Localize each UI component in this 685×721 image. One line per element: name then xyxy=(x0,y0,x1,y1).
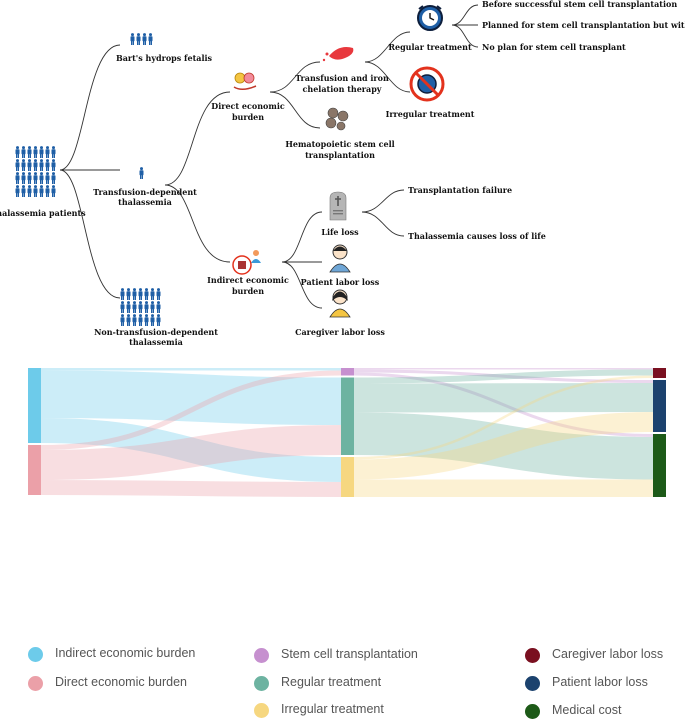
legend-swatch xyxy=(254,648,269,663)
alarm-clock-icon xyxy=(417,5,443,31)
direct-label-1: Direct economic xyxy=(211,101,285,111)
thal-loss-label: Thalassemia causes loss of life xyxy=(408,231,546,241)
indirect-label-2: burden xyxy=(232,286,264,296)
tree-labels: Thalassemia patients Bart's hydrops feta… xyxy=(0,42,475,347)
thalassemia-patients-crowd-icon xyxy=(16,146,56,197)
patient-labor-label: Patient labor loss xyxy=(301,277,380,287)
sankey-node-pll xyxy=(653,380,666,432)
sankey-link-sct-pll xyxy=(353,369,654,383)
direct-label-2: burden xyxy=(232,112,264,122)
bart-label: Bart's hydrops fetalis xyxy=(116,53,213,63)
sankey-link-ieb-irr xyxy=(40,418,342,482)
sankey-node-reg xyxy=(341,377,354,455)
sankey-link-reg-cgl xyxy=(353,369,654,384)
sankey-node-cgl xyxy=(653,368,666,378)
sankey-link-deb-reg xyxy=(40,425,342,480)
legend-swatch xyxy=(525,648,540,663)
sankey-node-irr xyxy=(341,457,354,497)
planned-sct-label: Planned for stem cell transplantation bu… xyxy=(482,20,685,30)
irregular-label: Irregular treatment xyxy=(386,109,475,119)
no-plan-label: No plan for stem cell transplant xyxy=(482,42,626,52)
sankey-links xyxy=(40,367,654,498)
legend-swatch xyxy=(254,703,269,718)
tree-connectors xyxy=(59,4,479,309)
root-label: Thalassemia patients xyxy=(0,208,86,218)
tombstone-icon xyxy=(329,191,347,221)
money-hand-icon xyxy=(233,72,257,90)
transfusion-label-1: Transfusion and iron xyxy=(295,73,389,83)
sankey-node-deb xyxy=(28,445,41,495)
before-sct-label: Before successful stem cell transplantat… xyxy=(482,0,677,9)
document-icon xyxy=(232,250,261,275)
ntdt-label-1: Non-transfusion-dependent xyxy=(94,327,218,337)
bart-people-icon xyxy=(130,33,153,45)
sankey-link-deb-irr xyxy=(40,480,342,497)
crossed-clock-icon xyxy=(409,66,445,102)
legend-swatch xyxy=(525,676,540,691)
sankey-link-irr-cgl xyxy=(353,375,654,460)
legend-swatch xyxy=(254,676,269,691)
tx-failure-label: Transplantation failure xyxy=(408,185,512,195)
indirect-label-1: Indirect economic xyxy=(207,275,289,285)
tdt-label-2: thalassemia xyxy=(118,197,172,207)
hsct-label-1: Hematopoietic stem cell xyxy=(285,139,394,149)
blood-drop-icon xyxy=(322,47,354,62)
sankey-nodes xyxy=(28,368,666,497)
tree-leaf-labels: Before successful stem cell transplantat… xyxy=(408,0,685,241)
sankey-link-ieb-reg xyxy=(40,370,342,425)
regular-label: Regular treatment xyxy=(388,42,472,52)
hsct-label-2: transplantation xyxy=(305,150,375,160)
ntdt-label-2: thalassemia xyxy=(129,337,183,347)
sankey-diagram xyxy=(28,367,666,498)
sankey-link-reg-med xyxy=(353,412,654,480)
sankey-link-sct-med xyxy=(353,372,654,437)
caregiver-labor-label: Caregiver labor loss xyxy=(295,327,385,337)
transfusion-label-2: chelation therapy xyxy=(303,84,382,94)
legend-swatch xyxy=(28,676,43,691)
caregiver-icon xyxy=(329,289,351,318)
sankey-link-deb-sct xyxy=(40,370,342,450)
legend-swatch xyxy=(525,704,540,719)
sankey-link-irr-pll xyxy=(353,412,654,480)
sankey-node-ieb xyxy=(28,368,41,443)
sankey-link-reg-pll xyxy=(353,383,654,413)
life-loss-label: Life loss xyxy=(321,227,359,237)
sankey-node-sct xyxy=(341,368,354,376)
tdt-label-1: Transfusion-dependent xyxy=(93,187,197,197)
cells-icon xyxy=(325,107,349,131)
tdt-person-icon xyxy=(139,167,144,179)
tree-diagram: Thalassemia patients Bart's hydrops feta… xyxy=(0,0,685,347)
legend-swatch xyxy=(28,647,43,662)
patient-icon xyxy=(329,244,351,273)
ntdt-crowd-icon xyxy=(121,288,161,326)
sankey-node-med xyxy=(653,434,666,497)
